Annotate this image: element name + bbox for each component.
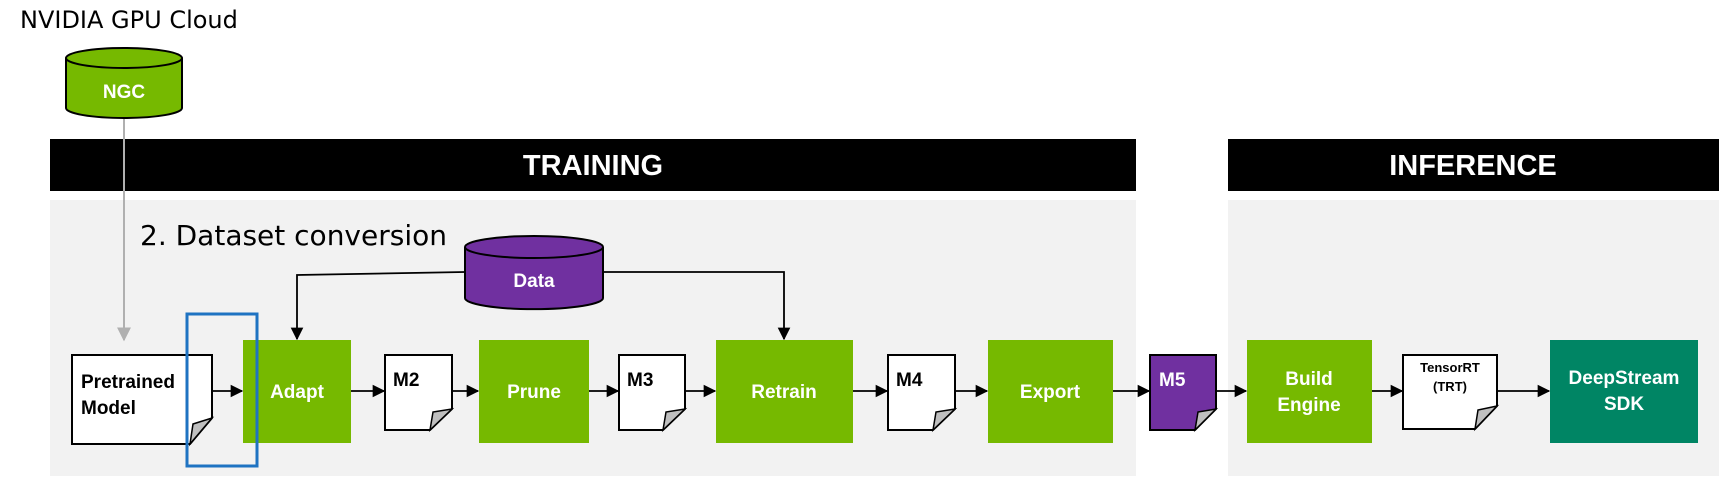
adapt-step xyxy=(243,340,351,443)
data-to-retrain-arrow xyxy=(603,271,791,341)
inference-header: INFERENCE xyxy=(1389,150,1557,182)
tensorrt-label-line1: TensorRT xyxy=(1420,360,1480,375)
deepstream-label-line2: SDK xyxy=(1604,394,1644,415)
ngc-database-icon xyxy=(65,47,183,119)
m4-document-icon xyxy=(887,354,958,433)
m5-label: M5 xyxy=(1159,370,1186,391)
pretrained-model-label-line2: Model xyxy=(81,398,136,419)
build-engine-label-line1: Build xyxy=(1285,369,1333,390)
training-header: TRAINING xyxy=(523,150,663,182)
deepstream-label-line1: DeepStream xyxy=(1569,368,1680,389)
export-step xyxy=(988,340,1113,443)
pretrained-model-label-line1: Pretrained xyxy=(81,372,175,393)
tensorrt-document-icon xyxy=(1402,354,1500,432)
deepstream-sdk-step xyxy=(1550,340,1698,443)
data-label: Data xyxy=(513,271,555,292)
ngc-label: NGC xyxy=(103,82,146,103)
pretrained-model-document-icon xyxy=(71,354,215,447)
training-header-bar xyxy=(50,139,1136,191)
inference-header-bar xyxy=(1228,139,1719,191)
m3-document-icon xyxy=(618,354,688,433)
m3-label: M3 xyxy=(627,370,653,391)
tensorrt-label-line2: (TRT) xyxy=(1433,379,1467,394)
retrain-step xyxy=(716,340,853,443)
adapt-label: Adapt xyxy=(270,382,325,403)
build-engine-label-line2: Engine xyxy=(1277,395,1340,416)
m2-label: M2 xyxy=(393,370,419,391)
m5-document-icon xyxy=(1149,354,1219,433)
data-database-icon xyxy=(464,235,604,311)
export-label: Export xyxy=(1020,382,1081,403)
step-caption: 2. Dataset conversion xyxy=(140,219,447,252)
prune-step xyxy=(479,340,589,443)
build-engine-step xyxy=(1247,340,1372,443)
data-to-adapt-arrow xyxy=(290,271,466,341)
prune-label: Prune xyxy=(507,382,561,403)
highlight-box xyxy=(185,312,259,468)
cloud-label: NVIDIA GPU Cloud xyxy=(20,6,238,34)
m4-label: M4 xyxy=(896,370,923,391)
retrain-label: Retrain xyxy=(751,382,816,403)
m2-document-icon xyxy=(384,354,455,433)
